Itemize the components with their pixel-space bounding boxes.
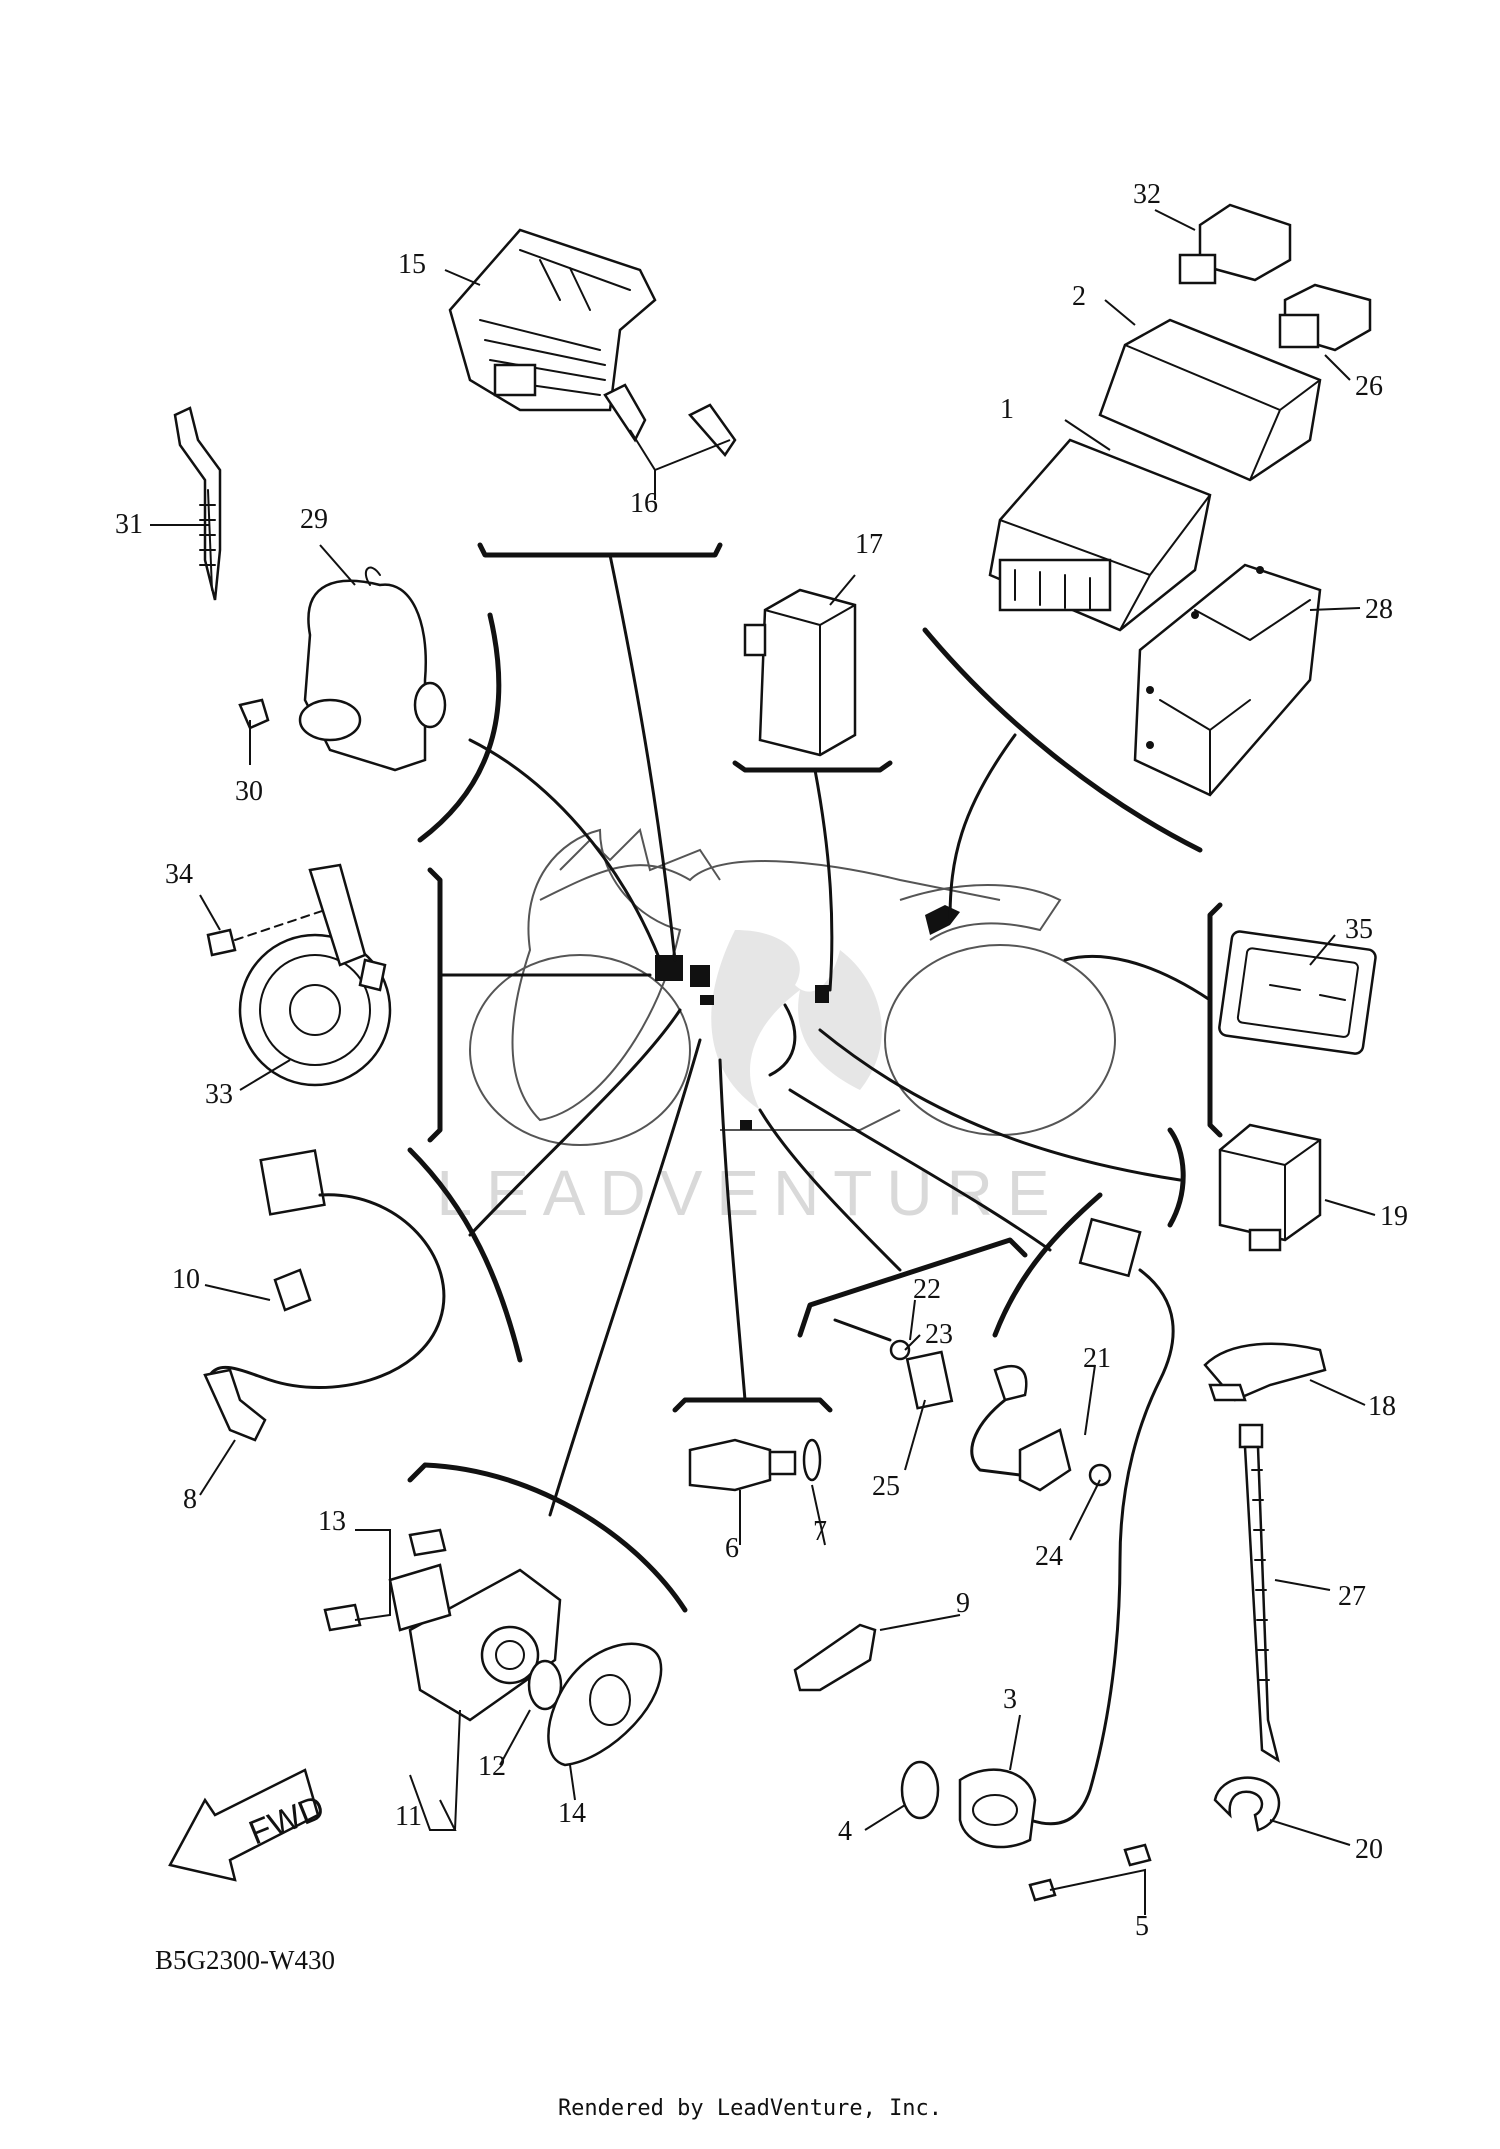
callout-24: 24 bbox=[1035, 1541, 1063, 1572]
callout-15: 15 bbox=[398, 249, 426, 280]
callout-18: 18 bbox=[1368, 1391, 1396, 1422]
group-brackets bbox=[407, 542, 1223, 1613]
part-9-bracket bbox=[793, 1623, 877, 1692]
callout-3: 3 bbox=[1003, 1684, 1017, 1715]
callout-35: 35 bbox=[1345, 914, 1373, 945]
callout-19: 19 bbox=[1380, 1201, 1408, 1232]
callout-31: 31 bbox=[115, 509, 143, 540]
callout-10: 10 bbox=[172, 1264, 200, 1295]
callout-11: 11 bbox=[395, 1801, 422, 1832]
part-18-clamp bbox=[1203, 1342, 1327, 1402]
part-28-cover bbox=[1133, 563, 1322, 797]
callout-30: 30 bbox=[235, 776, 263, 807]
part-22-25-sensor bbox=[833, 1318, 1112, 1492]
watermark: LEADVENTURE bbox=[437, 930, 1064, 1229]
callout-34: 34 bbox=[165, 859, 193, 890]
callout-25: 25 bbox=[872, 1471, 900, 1502]
callout-6: 6 bbox=[725, 1533, 739, 1564]
callout-14: 14 bbox=[558, 1798, 586, 1829]
callout-16: 16 bbox=[630, 488, 658, 519]
callout-labels: 1 2 3 4 5 6 7 8 9 10 11 12 13 14 15 16 1… bbox=[115, 179, 1408, 1942]
callout-21: 21 bbox=[1083, 1343, 1111, 1374]
part-11-14-solenoid bbox=[323, 1528, 663, 1767]
part-2-1-ecu bbox=[988, 318, 1322, 632]
callout-29: 29 bbox=[300, 504, 328, 535]
callout-1: 1 bbox=[1000, 394, 1014, 425]
part-8-10-sensor-lead bbox=[203, 1149, 446, 1442]
callout-20: 20 bbox=[1355, 1834, 1383, 1865]
part-33-34-horn bbox=[206, 863, 392, 1087]
callout-9: 9 bbox=[956, 1588, 970, 1619]
callout-33: 33 bbox=[205, 1079, 233, 1110]
callout-2: 2 bbox=[1072, 281, 1086, 312]
callout-4: 4 bbox=[838, 1816, 852, 1847]
callout-12: 12 bbox=[478, 1751, 506, 1782]
callout-27: 27 bbox=[1338, 1581, 1366, 1612]
watermark-text: LEADVENTURE bbox=[437, 1157, 1064, 1229]
callout-17: 17 bbox=[855, 529, 883, 560]
callout-7: 7 bbox=[813, 1516, 827, 1547]
part-19-relay bbox=[1218, 1123, 1322, 1252]
part-fwd-arrow: FWD bbox=[168, 1768, 330, 1882]
callout-8: 8 bbox=[183, 1484, 197, 1515]
central-markers bbox=[655, 905, 960, 1130]
callout-28: 28 bbox=[1365, 594, 1393, 625]
callout-23: 23 bbox=[925, 1319, 953, 1350]
part-29-30-relay-cover bbox=[238, 566, 447, 772]
diagram-code: B5G2300-W430 bbox=[155, 1945, 335, 1975]
callout-26: 26 bbox=[1355, 371, 1383, 402]
part-32-26-connectors bbox=[1178, 203, 1372, 352]
part-20-clip bbox=[1213, 1776, 1281, 1832]
callout-13: 13 bbox=[318, 1506, 346, 1537]
footer-credit: Rendered by LeadVenture, Inc. bbox=[557, 2096, 943, 2121]
callout-22: 22 bbox=[913, 1274, 941, 1305]
part-31-cable-tie bbox=[173, 406, 222, 601]
part-3-4-5-speed-sensor bbox=[900, 1217, 1175, 1902]
leader-lines bbox=[150, 209, 1376, 1915]
part-6-7-temp-sensor bbox=[688, 1438, 822, 1492]
part-15-regulator bbox=[448, 228, 737, 458]
callout-32: 32 bbox=[1133, 179, 1161, 210]
part-27-cable-tie bbox=[1238, 1423, 1280, 1763]
part-35-frame bbox=[1218, 930, 1377, 1055]
callout-5: 5 bbox=[1135, 1911, 1149, 1942]
part-17-flasher bbox=[743, 588, 857, 757]
